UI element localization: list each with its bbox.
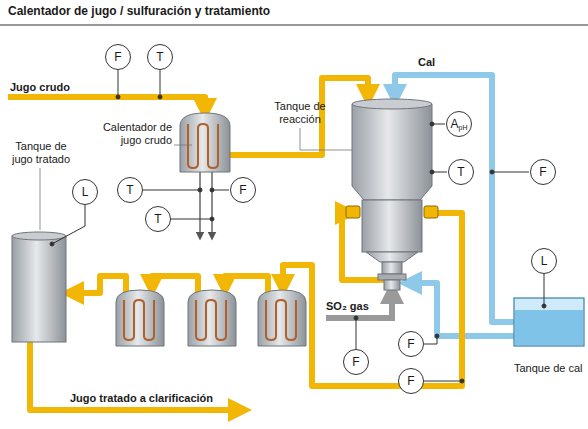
- instrument-circle: L: [531, 248, 557, 274]
- instrument-circle: T: [448, 159, 474, 185]
- instrument-circle: ApH: [446, 111, 472, 137]
- instrument-circle: T: [147, 44, 173, 70]
- instrument-letter: T: [457, 166, 464, 178]
- instrument-circle: F: [530, 159, 556, 185]
- treated-juice-tank: [12, 232, 66, 342]
- instrument-circle: T: [145, 206, 171, 232]
- lime-tank: [514, 298, 584, 346]
- juice-heaters: [116, 290, 306, 346]
- instrument-circle: F: [343, 349, 369, 375]
- instrument-letter: T: [154, 213, 161, 225]
- diagram-label: SO₂ gas: [326, 300, 369, 313]
- instrument-circle: F: [398, 368, 424, 394]
- so2-pipe: [326, 292, 392, 318]
- label-leaders: [40, 128, 352, 230]
- instrument-circle: L: [72, 179, 98, 205]
- instrument-letter: F: [539, 166, 546, 178]
- title-rule: [0, 25, 588, 26]
- diagram-title: Calentador de jugo / sulfuración y trata…: [8, 4, 270, 18]
- diagram-label: Jugo tratado a clarificación: [70, 392, 213, 405]
- instrument-letter: T: [126, 184, 133, 196]
- instrument-letter: F: [114, 51, 121, 63]
- instrument-letter: F: [407, 338, 414, 350]
- instrument-letter: L: [82, 186, 89, 198]
- instrument-circle: F: [230, 177, 256, 203]
- instrument-letter: F: [239, 184, 246, 196]
- diagram-label: Tanque de cal: [514, 362, 583, 375]
- juice-pipes: [8, 78, 462, 410]
- instrument-letter: L: [541, 255, 548, 267]
- diagram-label: Jugo crudo: [10, 81, 70, 94]
- diagram-label: Cal: [418, 56, 435, 69]
- instrument-circle: F: [105, 44, 131, 70]
- instrument-subscript: pH: [459, 124, 468, 131]
- instrument-letter: F: [352, 356, 359, 368]
- instrument-circle: F: [398, 331, 424, 357]
- diagram-label: Calentador de jugo crudo: [96, 121, 172, 147]
- instrument-letter: A: [451, 118, 459, 130]
- instrument-letter: F: [407, 375, 414, 387]
- raw-juice-heater: [180, 113, 230, 236]
- diagram-label: Tanque de jugo tratado: [4, 140, 78, 166]
- instrument-circle: T: [117, 177, 143, 203]
- diagram-label: Tanque de reacción: [268, 100, 332, 126]
- instrument-letter: T: [156, 51, 163, 63]
- instrument-lines: [50, 70, 546, 383]
- reaction-tank: [346, 99, 438, 290]
